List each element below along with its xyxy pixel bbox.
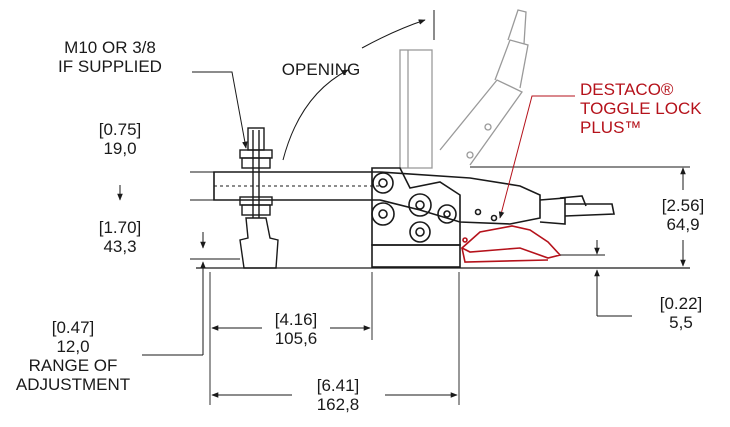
brand-line1: DESTACO®: [580, 80, 674, 99]
dim-adjustment-text1: RANGE OF: [28, 356, 118, 375]
dim-spindle-length-mm: 43,3: [103, 237, 137, 256]
dim-base-width-mm: 105,6: [274, 329, 318, 348]
dim-overall-length-inch: [6.41]: [316, 376, 360, 395]
dim-handle-lift-inch: [0.22]: [659, 294, 703, 313]
spindle-assembly: [239, 127, 279, 269]
dim-base-width: [4.16] 105,6: [250, 310, 342, 348]
dim-handle-lift: [0.22] 5,5: [636, 294, 726, 332]
vertical-dimensions: [117, 167, 686, 356]
thread-note-line2: IF SUPPLIED: [58, 57, 162, 76]
brand-label: DESTACO® TOGGLE LOCK PLUS™: [580, 80, 702, 137]
dim-height-mm: 64,9: [666, 215, 700, 234]
horizontal-dimensions: [211, 325, 458, 398]
dim-height: [2.56] 64,9: [638, 196, 728, 234]
dim-base-width-inch: [4.16]: [274, 310, 318, 329]
dim-overall-length: [6.41] 162,8: [290, 376, 386, 414]
dim-adjustment-range: [0.47] 12,0 RANGE OF ADJUSTMENT: [0, 318, 146, 394]
dim-overall-length-mm: 162,8: [316, 395, 360, 414]
thread-note: M10 OR 3/8 IF SUPPLIED: [38, 38, 182, 76]
dim-spindle-length: [1.70] 43,3: [72, 218, 168, 256]
thread-note-line1: M10 OR 3/8: [64, 38, 156, 57]
brand-line2: TOGGLE LOCK: [580, 99, 702, 118]
dim-adjustment-inch: [0.47]: [51, 318, 95, 337]
clamp-base: [371, 167, 498, 268]
dim-adjustment-mm: 12,0: [56, 337, 90, 356]
dim-adjustment-text2: ADJUSTMENT: [15, 375, 131, 394]
brand-line3: PLUS™: [580, 118, 642, 137]
clamp-arm: [213, 171, 541, 225]
dim-spindle-length-inch: [1.70]: [98, 218, 142, 237]
dim-handle-lift-mm: 5,5: [669, 313, 693, 332]
opening-label: OPENING: [281, 60, 361, 79]
toggle-lock-plus-part: [460, 225, 562, 263]
dim-height-inch: [2.56]: [661, 196, 705, 215]
dim-spindle-top-mm: 19,0: [103, 139, 137, 158]
open-handle-ghost: [399, 9, 529, 169]
clamp-handle: [539, 195, 615, 225]
dim-spindle-top: [0.75] 19,0: [72, 120, 168, 158]
extension-lines: [190, 166, 690, 405]
leader-lines: [192, 10, 435, 161]
brand-leader-line: [498, 95, 575, 219]
dim-spindle-top-inch: [0.75]: [98, 120, 142, 139]
